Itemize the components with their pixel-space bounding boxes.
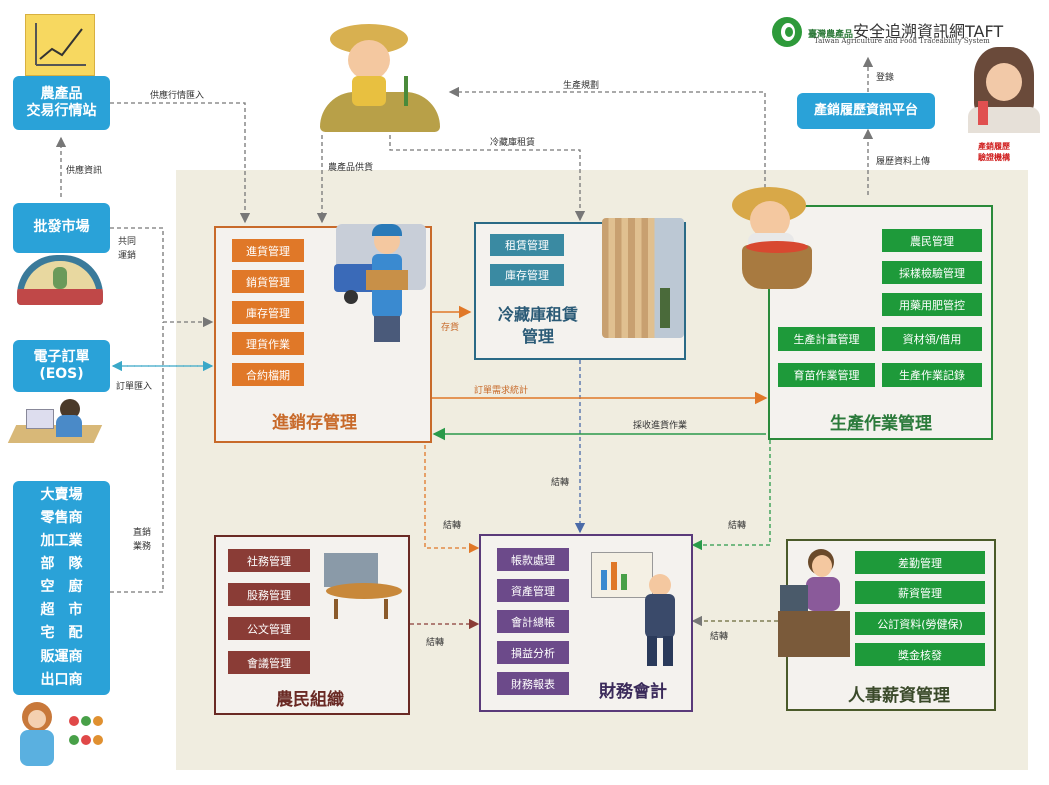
farmer-org-item-affairs[interactable]: 社務管理 (228, 549, 310, 572)
hr-module-title: 人事薪資管理 (848, 686, 950, 706)
flow-label-order-stats: 訂單需求統計 (474, 386, 529, 396)
wholesale-market-illustration (17, 255, 103, 305)
cold-storage-module: 租賃管理 庫存管理 冷藏庫租賃管理 (474, 218, 686, 360)
wholesale-market[interactable]: 批發市場 (13, 203, 110, 253)
farmer-illustration (320, 20, 440, 132)
finance-item-profit[interactable]: 損益分析 (497, 641, 569, 664)
farmer-org-item-meetings[interactable]: 會議管理 (228, 651, 310, 674)
flow-label-transfer-hr: 結轉 (710, 632, 729, 642)
flow-label-receive-goods: 採收進貨作業 (633, 421, 688, 431)
hr-module: 差勤管理 薪資管理 公訂資料(勞健保) 獎金核發 人事薪資管理 (778, 539, 996, 711)
inspector-illustration (964, 45, 1044, 133)
finance-item-ledger[interactable]: 會計總帳 (497, 610, 569, 633)
flow-label-order-import: 訂單匯入 (116, 382, 153, 392)
cold-storage-module-title: 冷藏庫租賃管理 (498, 305, 579, 346)
production-module-title: 生產作業管理 (830, 414, 932, 434)
truck-driver-illustration (334, 216, 432, 346)
flow-label-production-plan: 生產規劃 (563, 81, 600, 91)
production-item-plan[interactable]: 生產計畫管理 (778, 327, 875, 351)
production-item-farmer[interactable]: 農民管理 (882, 229, 982, 252)
inventory-item-stock[interactable]: 庫存管理 (232, 301, 304, 324)
production-item-sampling[interactable]: 採樣檢驗管理 (882, 261, 982, 284)
farmer-org-module: 社務管理 股務管理 公文管理 會議管理 農民組織 (214, 535, 410, 715)
harvester-illustration (732, 187, 842, 307)
production-item-materials[interactable]: 資材領/借用 (882, 327, 982, 351)
flow-label-transfer-inventory: 結轉 (443, 521, 462, 531)
market-quotes-station[interactable]: 農產品交易行情站 (13, 76, 110, 130)
taft-small-label: 臺灣農產品 (808, 30, 854, 40)
hr-clerk-illustration (778, 545, 852, 661)
cold-item-lease[interactable]: 租賃管理 (490, 234, 564, 256)
flow-label-cold-lease: 冷藏庫租賃 (490, 138, 536, 148)
retail-channels[interactable]: 大賣場零售商加工業 部 隊空 廚超 市 宅 配販運商出口商 (13, 481, 110, 695)
presenter-illustration (591, 546, 687, 670)
flow-label-upload: 履歷資料上傳 (876, 157, 931, 167)
farmer-org-item-documents[interactable]: 公文管理 (228, 617, 310, 640)
flow-label-storage: 存貨 (441, 323, 460, 333)
inventory-module: 進貨管理 銷貨管理 庫存管理 理貨作業 合約檔期 進銷存管理 (214, 224, 432, 443)
finance-module: 帳款處理 資產管理 會計總帳 損益分析 財務報表 財務會計 (479, 534, 693, 712)
eos-box[interactable]: 電子訂單(EOS) (13, 340, 110, 392)
shopper-illustration (12, 698, 112, 774)
production-item-records[interactable]: 生產作業記錄 (882, 363, 982, 387)
taft-title-row: 臺灣農產品安全追溯資訊網TAFT (808, 18, 1003, 42)
inventory-module-title: 進銷存管理 (272, 413, 357, 433)
flow-label-transfer-production: 結轉 (728, 521, 747, 531)
flow-label-transfer-cold: 結轉 (551, 478, 570, 488)
taft-title: 安全追溯資訊網TAFT (853, 22, 1004, 41)
flow-label-publish: 登錄 (876, 73, 895, 83)
flow-label-produce-supply: 農產品供貨 (328, 163, 374, 173)
production-item-pesticide[interactable]: 用藥用肥管控 (882, 293, 982, 316)
farmer-org-module-title: 農民組織 (276, 690, 344, 710)
inspection-org-label: 產銷履歷 驗證機構 (978, 142, 1010, 163)
inventory-item-sales[interactable]: 銷貨管理 (232, 270, 304, 293)
flow-label-joint-sales: 共同運銷 (118, 237, 137, 261)
flow-label-direct-sales: 直銷業務 (133, 528, 152, 552)
finance-module-title: 財務會計 (599, 682, 667, 702)
inventory-item-sorting[interactable]: 理貨作業 (232, 332, 304, 355)
flow-label-supply-info: 供應資訊 (66, 166, 103, 176)
inventory-item-purchase[interactable]: 進貨管理 (232, 239, 304, 262)
hr-item-insurance[interactable]: 公訂資料(勞健保) (855, 612, 985, 635)
finance-item-accounts[interactable]: 帳款處理 (497, 548, 569, 571)
production-module: 農民管理 採樣檢驗管理 用藥用肥管控 生產計畫管理 資材領/借用 育苗作業管理 … (732, 187, 993, 440)
finance-item-reports[interactable]: 財務報表 (497, 672, 569, 695)
hr-item-attendance[interactable]: 差勤管理 (855, 551, 985, 574)
office-worker-illustration (7, 395, 103, 453)
farmer-org-item-shares[interactable]: 股務管理 (228, 583, 310, 606)
inventory-item-contract[interactable]: 合約檔期 (232, 363, 304, 386)
flow-label-supply-quotes: 供應行情匯入 (150, 91, 205, 101)
cold-item-stock[interactable]: 庫存管理 (490, 264, 564, 286)
traceability-platform[interactable]: 產銷履歷資訊平台 (797, 93, 935, 129)
market-chart-icon (25, 14, 95, 76)
taft-subtitle: Taiwan Agriculture and Food Traceability… (814, 37, 990, 45)
meeting-room-illustration (320, 549, 404, 623)
hr-item-bonus[interactable]: 獎金核發 (855, 643, 985, 666)
finance-item-assets[interactable]: 資產管理 (497, 579, 569, 602)
hr-item-salary[interactable]: 薪資管理 (855, 581, 985, 604)
cold-storage-illustration (602, 218, 684, 338)
taft-logo-icon (772, 17, 802, 47)
production-item-seedling[interactable]: 育苗作業管理 (778, 363, 875, 387)
flow-label-transfer-org: 結轉 (426, 638, 445, 648)
